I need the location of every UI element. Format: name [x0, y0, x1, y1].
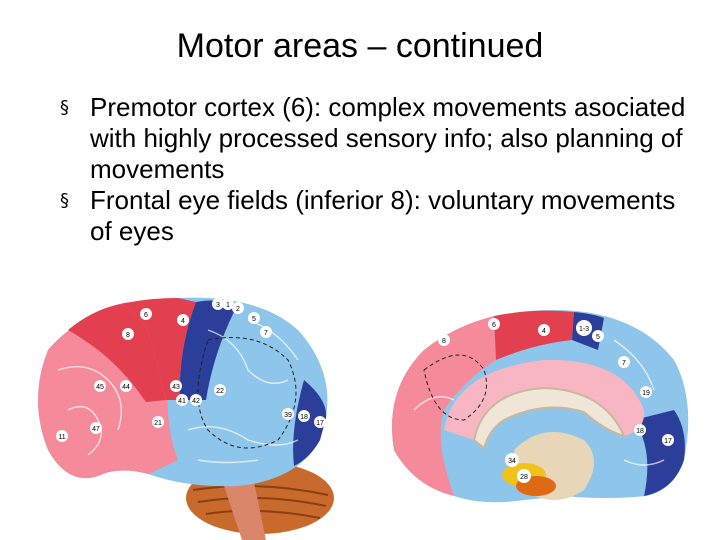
area-label: 17 [664, 438, 672, 445]
lateral-brain-illustration: 3 1 2 5 6 4 7 8 45 44 43 41 42 22 21 47 … [38, 297, 334, 540]
area-label: 47 [92, 426, 100, 433]
area-label: 7 [622, 360, 626, 367]
area-label: 8 [442, 338, 446, 345]
area-label: 44 [122, 384, 130, 391]
area-label: 41 [178, 398, 186, 405]
bullet-item-frontal-eye-fields: § Frontal eye fields (inferior 8): volun… [58, 185, 698, 247]
area-label: 45 [96, 384, 104, 391]
area-label: 18 [636, 428, 644, 435]
bullet-item-premotor: § Premotor cortex (6): complex movements… [58, 92, 698, 185]
area-label: 21 [154, 420, 162, 427]
area-label: 6 [492, 322, 496, 329]
bullet-text-premotor: Premotor cortex (6): complex movements a… [90, 92, 686, 184]
area-label: 34 [508, 458, 516, 465]
area-label: 42 [192, 398, 200, 405]
area-label: 4 [181, 318, 185, 325]
area-label: 19 [642, 390, 650, 397]
area-label: 2 [236, 306, 240, 313]
area-label: 5 [596, 334, 600, 341]
medial-brain-illustration: 6 4 1-3 5 8 7 19 18 17 34 28 [392, 310, 689, 503]
area-label: 4 [542, 328, 546, 335]
area-label: 11 [58, 434, 65, 441]
area-label: 28 [520, 474, 528, 481]
bullet-icon: § [60, 97, 69, 118]
area-label: 17 [316, 420, 324, 427]
area-label: 22 [216, 388, 224, 395]
area-label: 39 [284, 412, 292, 419]
area-label: 1 [226, 302, 230, 309]
bullet-list: § Premotor cortex (6): complex movements… [58, 92, 698, 247]
area-label: 18 [300, 414, 308, 421]
area-label: 3 [216, 302, 220, 309]
area-label: 6 [144, 312, 148, 319]
somatosensory-shape [179, 300, 238, 400]
bullet-text-frontal-eye-fields: Frontal eye fields (inferior 8): volunta… [90, 185, 676, 246]
motor-cortex-shape [120, 298, 196, 400]
bullet-icon: § [60, 190, 69, 211]
area-label: 8 [126, 332, 130, 339]
area-label: 7 [264, 330, 268, 337]
area-label: 1-3 [579, 326, 589, 333]
area-label: 43 [172, 384, 180, 391]
slide-title: Motor areas – continued [176, 27, 544, 65]
area-label: 5 [252, 316, 256, 323]
